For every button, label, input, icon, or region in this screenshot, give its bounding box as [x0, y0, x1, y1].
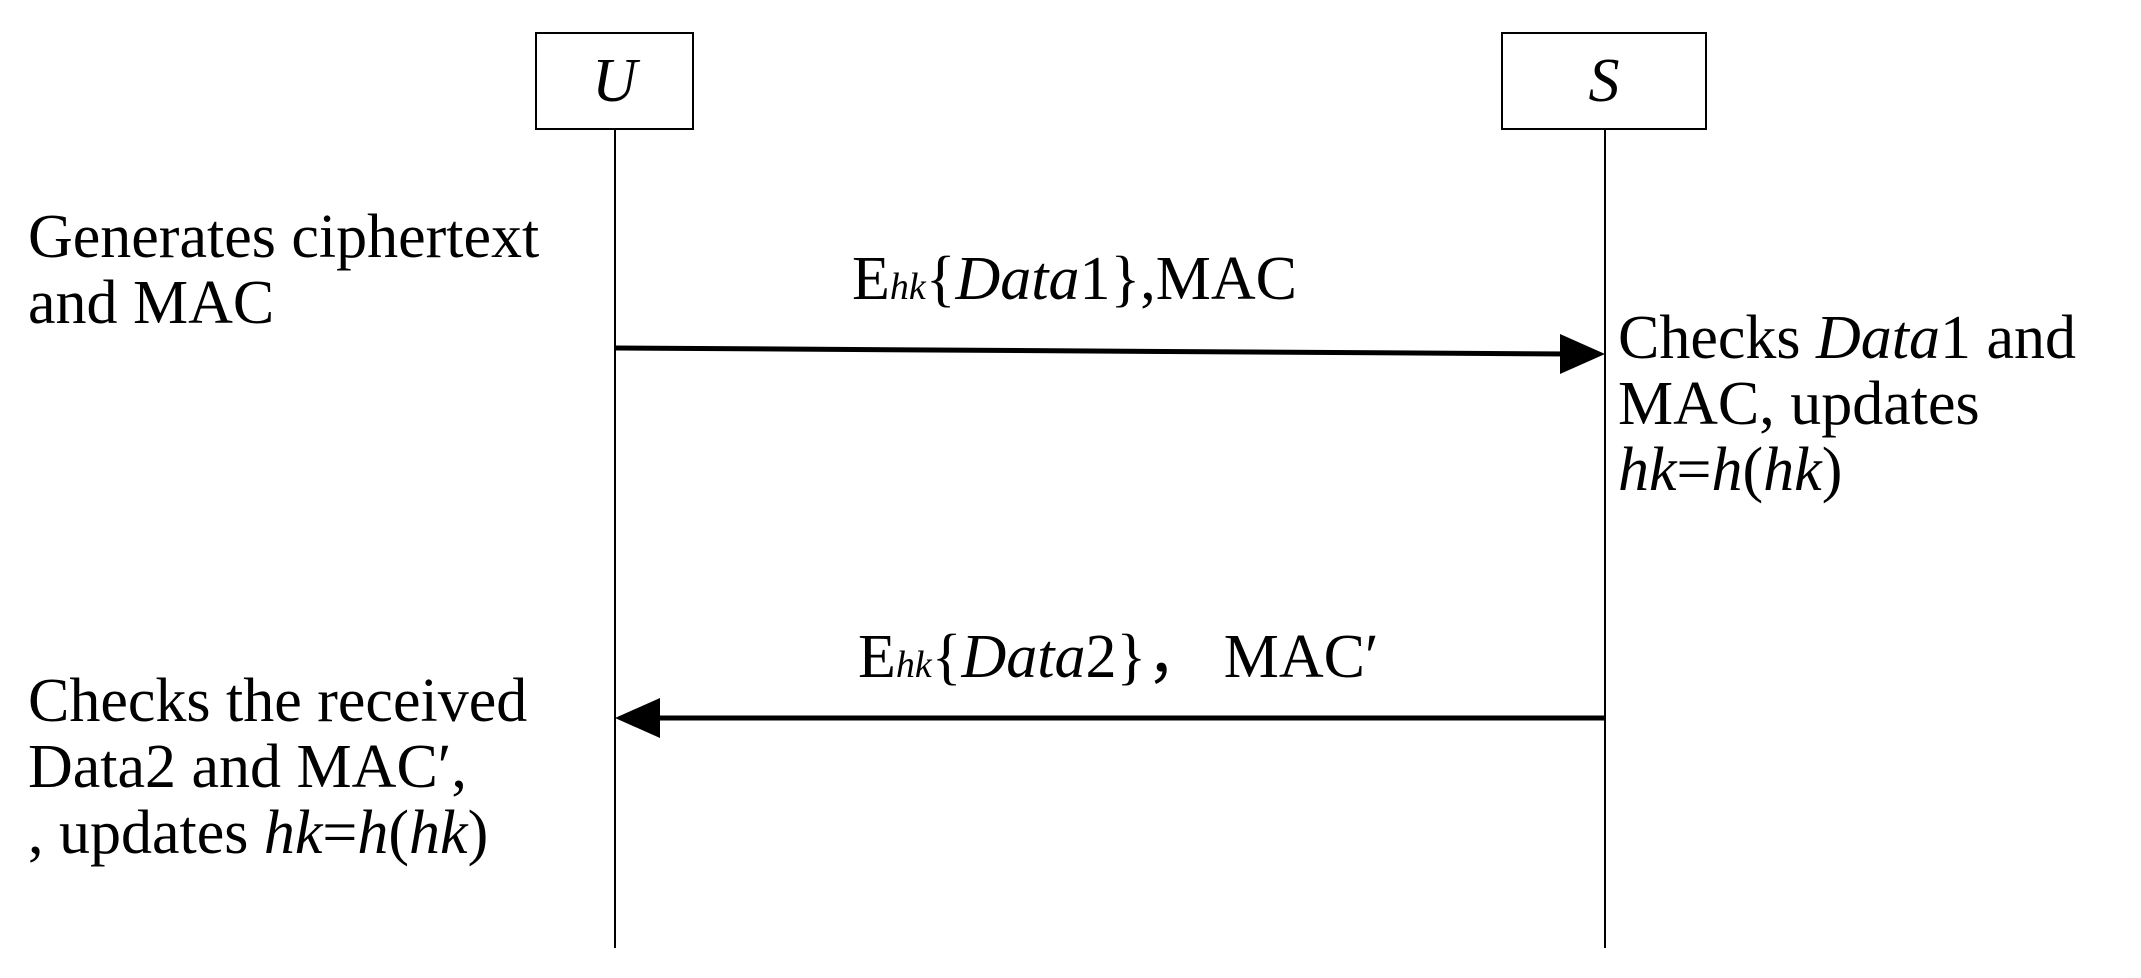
note-checks-data1-l1b: Data: [1816, 304, 1941, 372]
actor-s-label: S: [1588, 46, 1620, 115]
msg1-data: Data: [955, 245, 1080, 313]
note-generate-line2: and MAC: [28, 269, 275, 337]
note-checks-received-l3e: (: [388, 799, 410, 867]
note-checks-data1-l3b: =: [1676, 436, 1712, 504]
msg1-close: },MAC: [1110, 245, 1298, 313]
message-arrow-1: [614, 345, 1571, 357]
actor-s-box: S: [1501, 32, 1707, 130]
note-checks-received-line2: Data2 and MAC′,: [28, 733, 467, 801]
msg2-sub: hk: [895, 644, 932, 686]
msg1-num: 1: [1079, 245, 1111, 313]
note-checks-received-line1: Checks the received: [28, 667, 528, 735]
note-checks-data1-l3f: ): [1821, 436, 1843, 504]
msg2-close: }， MAC′: [1116, 623, 1379, 691]
note-generate-line1: Generates ciphertext: [28, 203, 540, 271]
actor-u-label: U: [592, 46, 637, 115]
note-checks-data1-line3: hk=h(hk): [1618, 437, 2076, 503]
msg1-sub: hk: [889, 266, 926, 308]
msg2-num: 2: [1085, 623, 1117, 691]
note-checks-received-line3: , updates hk=h(hk): [28, 800, 527, 866]
msg2-data: Data: [961, 623, 1086, 691]
msg2-e: E: [858, 623, 896, 691]
note-checks-data1-l3c: h: [1711, 436, 1743, 504]
arrowhead-1: [1560, 334, 1605, 374]
message-label-1: Ehk{Data1},MAC: [852, 246, 1297, 320]
note-checks-data1-l3a: hk: [1618, 436, 1677, 504]
note-generate: Generates ciphertext and MAC: [28, 204, 539, 336]
note-checks-received-l3d: h: [357, 799, 389, 867]
actor-u-box: U: [535, 32, 694, 130]
arrowhead-2: [615, 698, 660, 738]
note-checks-received-l3g: ): [467, 799, 489, 867]
note-checks-received: Checks the received Data2 and MAC′, , up…: [28, 668, 527, 866]
note-checks-data1-line2: MAC, updates: [1618, 370, 1980, 438]
note-checks-data1-l3e: hk: [1763, 436, 1822, 504]
note-checks-data1-l3d: (: [1742, 436, 1764, 504]
note-checks-data1-l1c: 1 and: [1940, 304, 2077, 372]
note-checks-received-l3c: =: [322, 799, 358, 867]
note-checks-received-l3a: , updates: [28, 799, 264, 867]
note-checks-data1-l1a: Checks: [1618, 304, 1817, 372]
note-checks-data1-line1: Checks Data1 and: [1618, 305, 2076, 371]
note-checks-data1: Checks Data1 and MAC, updates hk=h(hk): [1618, 305, 2076, 503]
note-checks-received-l3f: hk: [409, 799, 468, 867]
msg1-e: E: [852, 245, 890, 313]
message-label-2: Ehk{Data2}， MAC′: [858, 624, 1379, 698]
msg2-open: {: [931, 623, 962, 691]
msg1-open: {: [925, 245, 956, 313]
note-checks-received-l3b: hk: [263, 799, 323, 867]
